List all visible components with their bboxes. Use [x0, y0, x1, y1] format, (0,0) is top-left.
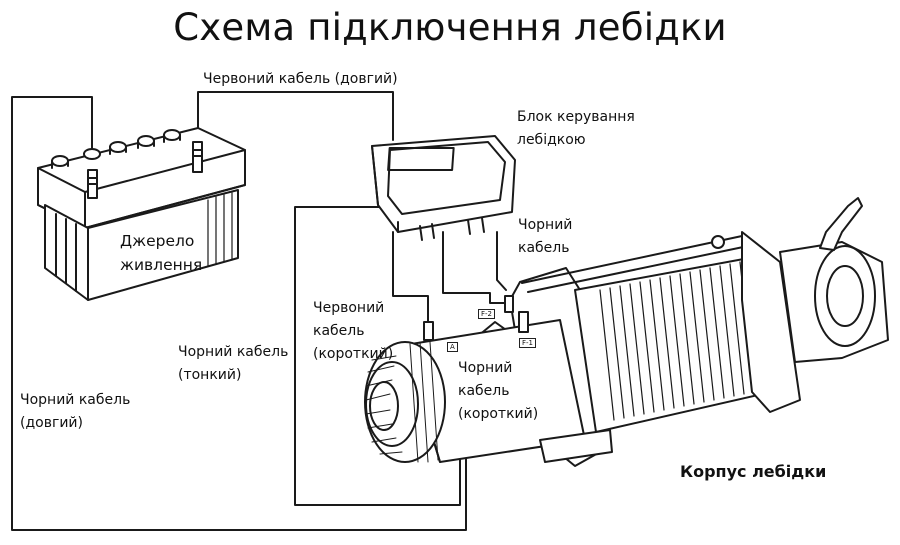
label-power-source-line2: живлення [120, 256, 203, 274]
label-control-box-line1: Блок керування [517, 109, 635, 125]
label-black-cable-thin-line2: (тонкий) [178, 367, 242, 383]
label-red-cable-short-line1: Червоний [313, 300, 385, 316]
label-black-cable-short-line3: (короткий) [458, 406, 539, 422]
winch [364, 197, 889, 467]
black-long-cable [11, 96, 467, 531]
red-long-cable [197, 91, 394, 151]
control-box [371, 135, 516, 241]
label-black-cable-line1: Чорний [518, 217, 573, 233]
label-black-cable-short-line2: кабель [458, 383, 510, 399]
red-short-cable [392, 231, 429, 323]
terminal-tag-f1: F-1 [519, 338, 537, 348]
label-winch-body: Корпус лебідки [680, 462, 827, 481]
terminal-tag-a: A [447, 342, 458, 352]
label-red-cable-short-line2: кабель [313, 323, 365, 339]
label-black-cable-line2: кабель [518, 240, 570, 256]
label-power-source-line1: Джерело [120, 232, 195, 250]
battery [37, 127, 246, 301]
f2-lead [442, 231, 506, 304]
label-black-cable-short-line1: Чорний [458, 360, 513, 376]
label-red-cable-short-line3: (короткий) [313, 346, 394, 362]
label-control-box-line2: лебідкою [517, 132, 586, 148]
black-thin-cable [294, 206, 461, 506]
label-red-cable-long: Червоний кабель (довгий) [203, 71, 398, 87]
page-title: Схема підключення лебідки [173, 6, 727, 49]
label-black-cable-long-line1: Чорний кабель [20, 392, 131, 408]
terminal-tag-f2: F-2 [478, 309, 496, 319]
label-black-cable-long-line2: (довгий) [20, 415, 83, 431]
label-black-cable-thin-line1: Чорний кабель [178, 344, 289, 360]
black-cable-right [496, 231, 507, 291]
